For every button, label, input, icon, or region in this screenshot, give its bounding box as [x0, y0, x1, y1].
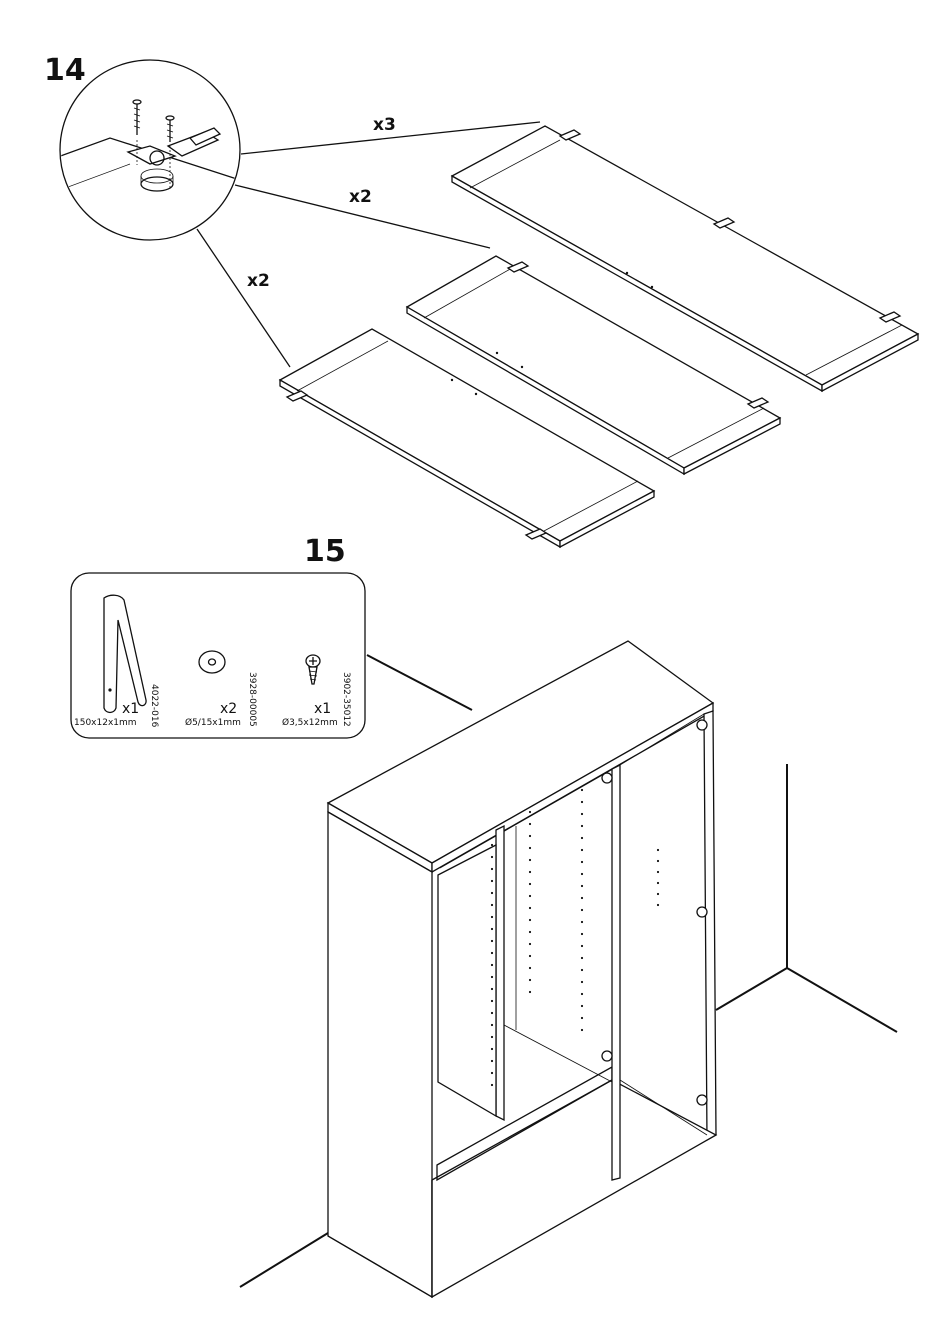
step-14: 14 [44, 53, 918, 547]
pin-hole [491, 892, 493, 894]
pin-hole [581, 1017, 583, 1019]
pin-hole [657, 871, 659, 873]
pin-hole [657, 849, 659, 851]
pin-hole [529, 907, 531, 909]
pin-hole [581, 813, 583, 815]
pin-hole [491, 928, 493, 930]
pin-hole [581, 1029, 583, 1031]
pin-hole [529, 847, 531, 849]
step-15: 15 x1 150x12x1mm 4022-016 x2 Ø5/15x1mm 3… [71, 534, 897, 1297]
pin-hole [657, 904, 659, 906]
pin-hole [581, 957, 583, 959]
pin-hole [581, 873, 583, 875]
pin-hole [491, 1060, 493, 1062]
pin-hole [491, 964, 493, 966]
leader-line-x2-left [197, 229, 290, 367]
pin-hole [581, 969, 583, 971]
pin-hole [491, 988, 493, 990]
pin-hole [529, 883, 531, 885]
pin-hole [657, 882, 659, 884]
quantity-label: x3 [373, 115, 396, 135]
part-quantity: x2 [220, 701, 237, 717]
washer-icon [199, 651, 225, 673]
pin-hole [491, 916, 493, 918]
part-id: 3928-00005 [247, 672, 257, 727]
pin-hole [529, 931, 531, 933]
pin-hole [581, 993, 583, 995]
pin-hole [491, 856, 493, 858]
pin-hole [491, 1048, 493, 1050]
pin-hole [491, 880, 493, 882]
wardrobe-frame [328, 641, 716, 1297]
pin-hole [529, 823, 531, 825]
pin-hole [491, 1000, 493, 1002]
pin-hole [491, 1084, 493, 1086]
pin-hole [529, 955, 531, 957]
pin-hole [581, 945, 583, 947]
part-id: 4022-016 [149, 684, 159, 728]
pin-hole [529, 895, 531, 897]
pin-hole [491, 940, 493, 942]
pin-hole [529, 811, 531, 813]
pin-hole [581, 825, 583, 827]
part-quantity: x1 [122, 701, 139, 717]
screw-icon [306, 655, 320, 684]
pin-hole [581, 885, 583, 887]
pin-hole [581, 981, 583, 983]
pin-hole [529, 859, 531, 861]
pin-hole [491, 1036, 493, 1038]
pin-hole [529, 835, 531, 837]
pin-hole [529, 919, 531, 921]
pin-hole [491, 952, 493, 954]
pin-hole [581, 933, 583, 935]
pin-hole [491, 868, 493, 870]
pin-hole [581, 921, 583, 923]
part-id: 3902-35012 [341, 672, 351, 727]
pin-hole [491, 904, 493, 906]
pin-hole [581, 909, 583, 911]
part-dimension: Ø5/15x1mm [185, 717, 241, 728]
parts-box: x1 150x12x1mm 4022-016 x2 Ø5/15x1mm 3928… [71, 573, 365, 738]
part-quantity: x1 [314, 701, 331, 717]
step-number: 14 [44, 53, 86, 88]
pin-hole [491, 1024, 493, 1026]
pin-hole [581, 861, 583, 863]
pin-hole [529, 871, 531, 873]
pin-hole [529, 979, 531, 981]
pin-hole [581, 849, 583, 851]
pin-hole [491, 1072, 493, 1074]
pin-hole [657, 893, 659, 895]
quantity-label: x2 [349, 187, 372, 207]
pin-hole [491, 1012, 493, 1014]
quantity-label: x2 [247, 271, 270, 291]
pin-hole [581, 789, 583, 791]
step-number: 15 [304, 534, 346, 569]
pin-hole [581, 1005, 583, 1007]
strap-icon [104, 595, 146, 712]
pin-hole [581, 837, 583, 839]
pin-hole [529, 991, 531, 993]
pin-hole [491, 976, 493, 978]
pin-hole [491, 844, 493, 846]
pin-hole [529, 967, 531, 969]
part-dimension: Ø3,5x12mm [282, 717, 338, 728]
pin-hole [529, 943, 531, 945]
part-dimension: 150x12x1mm [74, 718, 137, 728]
pin-hole [581, 801, 583, 803]
pin-hole [581, 897, 583, 899]
pin-hole [657, 860, 659, 862]
hinge-icon [128, 128, 220, 165]
